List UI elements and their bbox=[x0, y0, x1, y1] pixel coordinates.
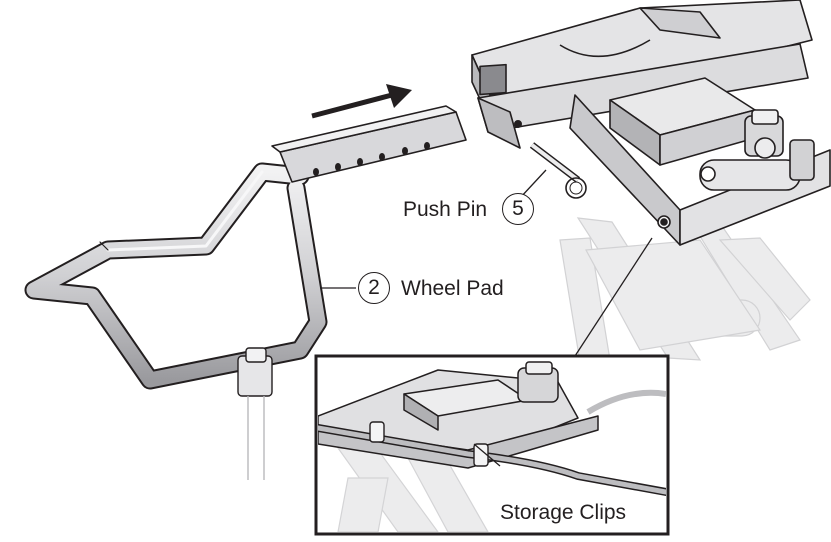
direction-arrow bbox=[311, 84, 412, 119]
wheel-pad-number: 2 bbox=[358, 272, 390, 304]
storage-clips-leader bbox=[473, 443, 501, 467]
push-pin-label: Push Pin bbox=[403, 198, 488, 221]
lock-box bbox=[609, 77, 815, 191]
receiver-tube bbox=[477, 43, 809, 149]
wheel-pad-tube bbox=[24, 162, 328, 390]
lift-frame bbox=[471, 0, 831, 363]
wheel-pad-label: Wheel Pad bbox=[401, 277, 504, 300]
storage-clips-label: Storage Clips bbox=[500, 501, 627, 524]
adjuster-holes bbox=[313, 142, 430, 176]
push-pin-part bbox=[529, 142, 587, 199]
inset-leader bbox=[574, 237, 653, 357]
storage-clips-inset bbox=[314, 354, 670, 536]
adjuster-tube bbox=[271, 105, 467, 183]
push-pin-number: 5 bbox=[502, 193, 534, 225]
stand-clamp bbox=[237, 347, 273, 480]
lift-legs-faded bbox=[559, 217, 811, 363]
